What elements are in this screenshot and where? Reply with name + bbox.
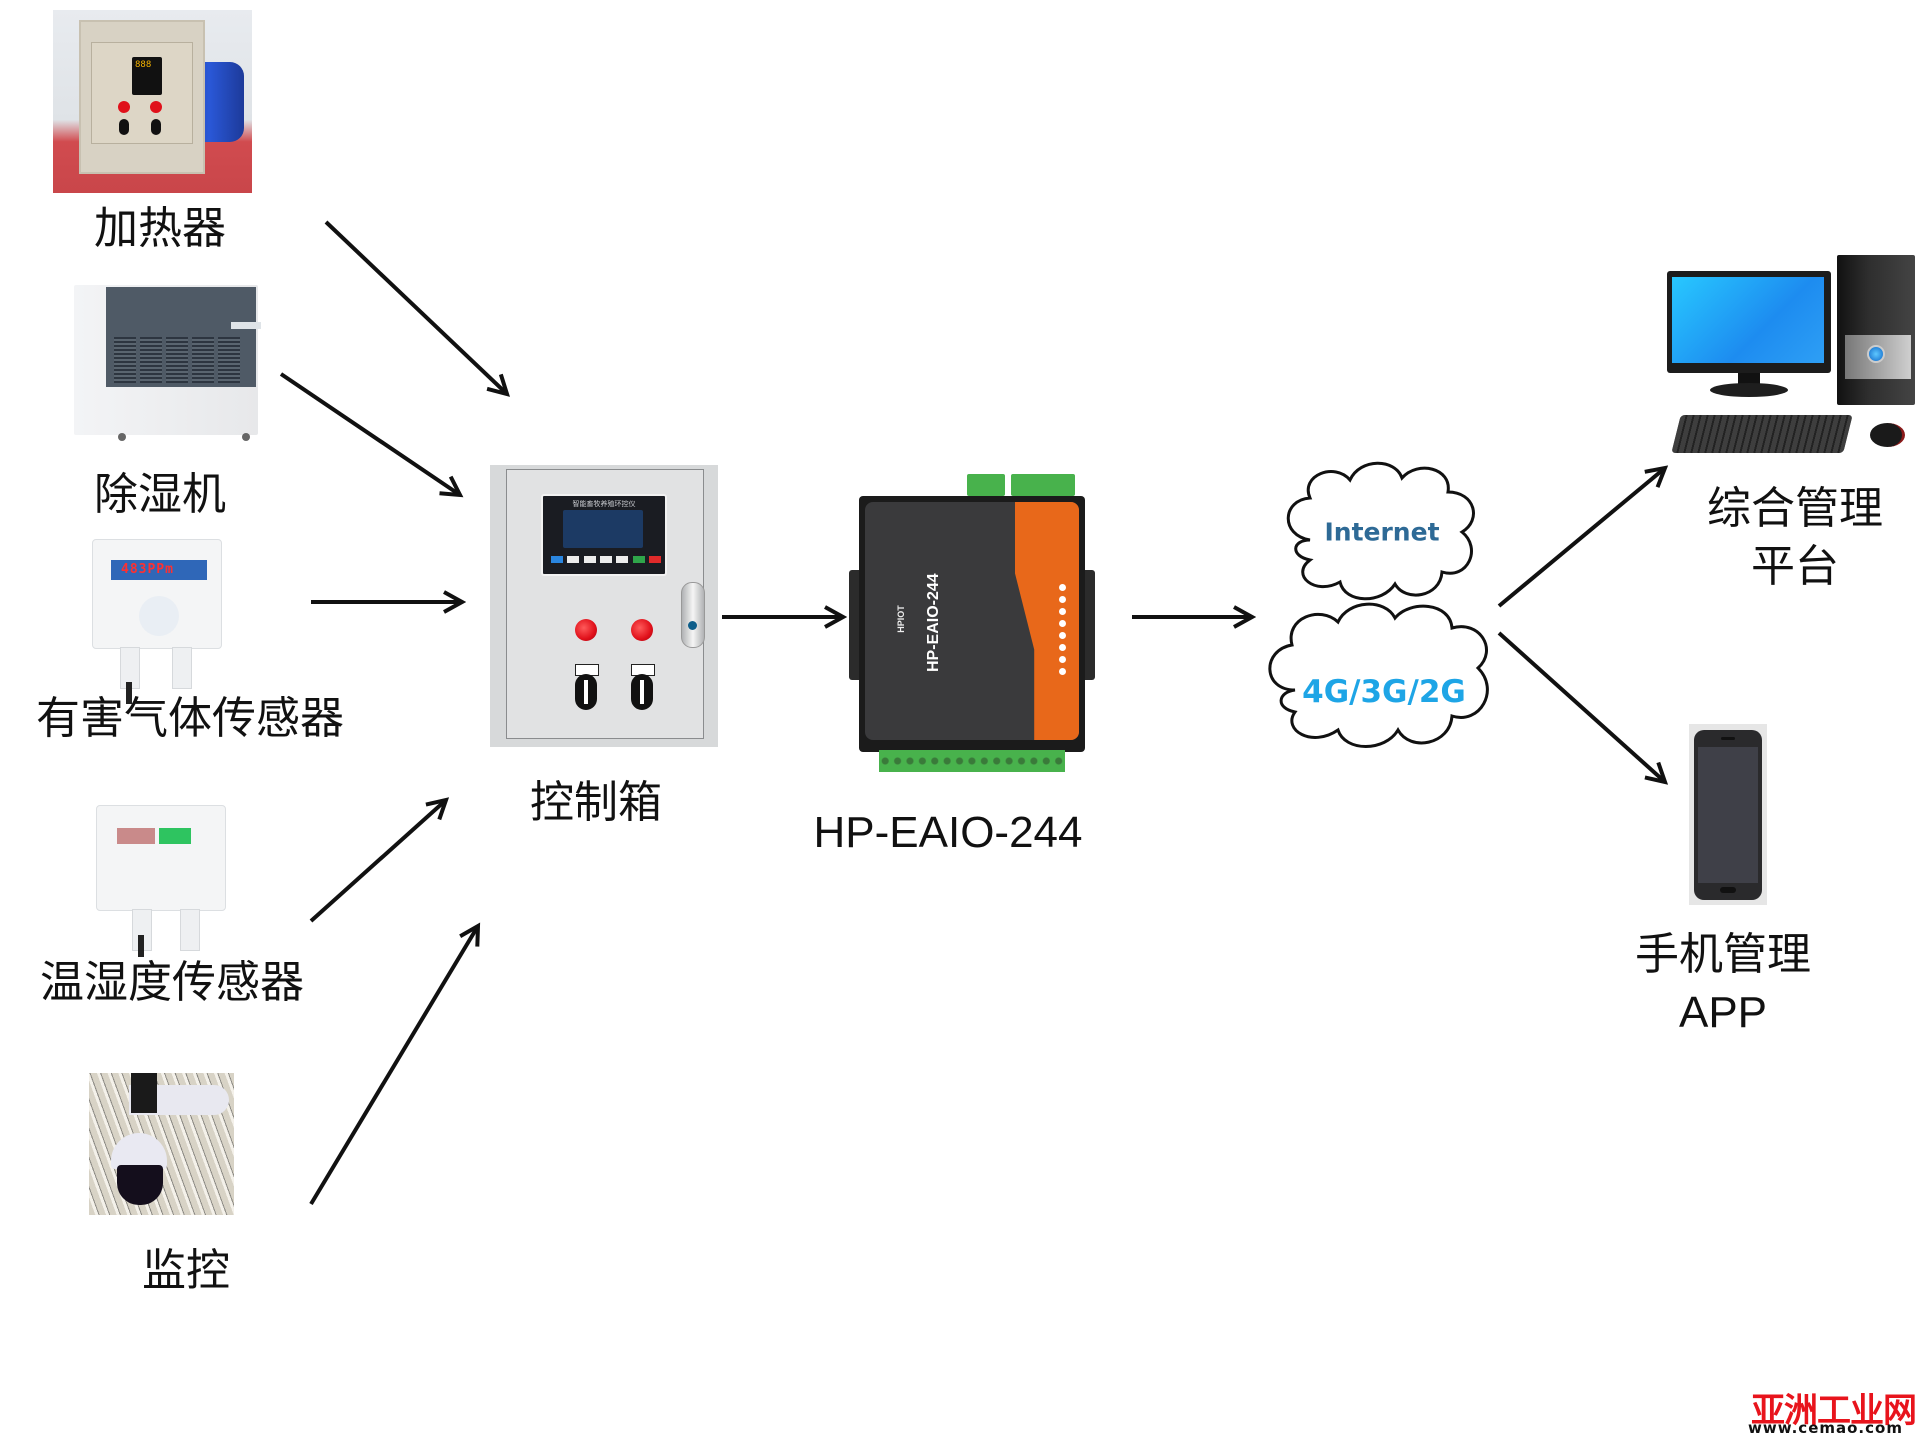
gateway-brand-logo: HPIOT — [895, 605, 906, 633]
dehumidifier-vent — [192, 337, 214, 383]
dehumidifier-vent — [218, 337, 240, 383]
control-box-label: 控制箱 — [530, 777, 662, 828]
humidity-display — [159, 828, 191, 844]
dehumidifier-label: 除湿机 — [94, 469, 226, 520]
temperature-display — [117, 828, 155, 844]
temp-sensor-cable — [138, 935, 144, 957]
gateway-case: HP-EAIO-244 HPIOT — [859, 496, 1085, 752]
gas-sensor-window — [139, 596, 179, 636]
heater-switch-knob — [119, 119, 129, 135]
control-box-door: 智能畜牧养殖环控仪 — [506, 469, 705, 739]
camera-lens — [117, 1165, 163, 1205]
heater-door — [91, 42, 193, 144]
gateway-orange-stripe — [1015, 502, 1079, 740]
control-box-image: 智能畜牧养殖环控仪 — [490, 465, 718, 747]
power-button — [1867, 345, 1885, 363]
status-leds — [1059, 584, 1067, 680]
mobile-network-label: 4G/3G/2G — [1302, 674, 1466, 710]
gateway-device-image: HP-EAIO-244 HPIOT — [849, 474, 1095, 774]
monitor — [1667, 271, 1831, 373]
phone-screen — [1698, 747, 1758, 883]
gas-sensor-probe — [172, 647, 192, 689]
mouse — [1870, 423, 1905, 447]
app-label-line1: 手机管理 — [1635, 929, 1811, 980]
door-handle — [681, 582, 705, 648]
gateway-model-print: HP-EAIO-244 — [925, 573, 942, 672]
arrow-network-to-platform — [1497, 468, 1665, 608]
controller-screen: 智能畜牧养殖环控仪 — [541, 494, 667, 576]
heater-temperature-display — [132, 57, 162, 95]
gas-sensor-label: 有害气体传感器 — [36, 693, 344, 744]
app-label-line2: APP — [1678, 988, 1768, 1037]
smartphone-icon — [1689, 724, 1767, 905]
heater-indicator-lamp — [150, 101, 162, 113]
monitor-stand — [1710, 383, 1788, 397]
heater-cabinet — [79, 20, 205, 174]
camera-label: 监控 — [142, 1245, 230, 1296]
gas-sensor-image: 483PPm — [92, 539, 222, 649]
dehumidifier-wheel — [242, 433, 250, 441]
heater-switch-knob — [151, 119, 161, 135]
watermark-logo: 亚洲工业网 — [1751, 1391, 1917, 1431]
gas-sensor-cable — [126, 682, 132, 704]
platform-label-line2: 平台 — [1751, 541, 1839, 592]
arrow-temp-sensor-to-control-box — [309, 800, 446, 923]
bottom-terminal-block — [879, 750, 1065, 772]
top-terminal-block — [1011, 474, 1075, 496]
selector-switch — [575, 674, 597, 710]
mobile-network-cloud — [1268, 602, 1489, 748]
internet-label: Internet — [1324, 517, 1440, 547]
temp-humidity-sensor-image — [96, 805, 226, 911]
dehumidifier-panel — [106, 287, 261, 387]
gas-sensor-display: 483PPm — [111, 560, 207, 580]
dehumidifier-lcd — [231, 322, 261, 329]
phone-home-button — [1720, 887, 1736, 893]
heater-image — [53, 10, 252, 193]
temp-sensor-probe — [180, 909, 200, 951]
dehumidifier-vent — [140, 337, 162, 383]
camera-image — [89, 1073, 234, 1215]
selector-switch — [631, 674, 653, 710]
phone-speaker — [1721, 737, 1735, 740]
arrow-camera-to-control-box — [309, 926, 478, 1206]
camera-dome — [111, 1133, 167, 1169]
monitor-screen — [1672, 277, 1824, 363]
camera-mount — [131, 1073, 157, 1113]
phone-body — [1694, 730, 1762, 900]
dehumidifier-wheel — [118, 433, 126, 441]
platform-label-line1: 综合管理 — [1707, 483, 1883, 534]
desktop-computer-icon — [1662, 249, 1918, 459]
pc-tower — [1837, 255, 1915, 405]
temp-humidity-sensor-label: 温湿度传感器 — [40, 957, 304, 1008]
dehumidifier-vent — [114, 337, 136, 383]
controller-keypad — [551, 556, 661, 566]
arrow-dehumidifier-to-control-box — [279, 372, 460, 495]
arrow-network-to-app — [1497, 631, 1665, 782]
indicator-lamp — [575, 619, 597, 641]
arrow-heater-to-control-box — [324, 220, 507, 394]
controller-title: 智能畜牧养殖环控仪 — [572, 500, 636, 508]
top-terminal-block — [967, 474, 1005, 496]
heater-indicator-lamp — [118, 101, 130, 113]
indicator-lamp — [631, 619, 653, 641]
gas-sensor-reading: 483PPm — [121, 562, 174, 577]
gateway-face: HP-EAIO-244 HPIOT — [865, 502, 1079, 740]
controller-lcd — [563, 510, 643, 548]
heater-label: 加热器 — [94, 203, 226, 254]
dehumidifier-vent — [166, 337, 188, 383]
internet-cloud — [1286, 461, 1475, 601]
keyboard — [1671, 415, 1853, 453]
gateway-label: HP-EAIO-244 — [813, 808, 1083, 857]
watermark-url: www.cemao.com — [1748, 1419, 1903, 1437]
dehumidifier-image — [74, 285, 261, 441]
